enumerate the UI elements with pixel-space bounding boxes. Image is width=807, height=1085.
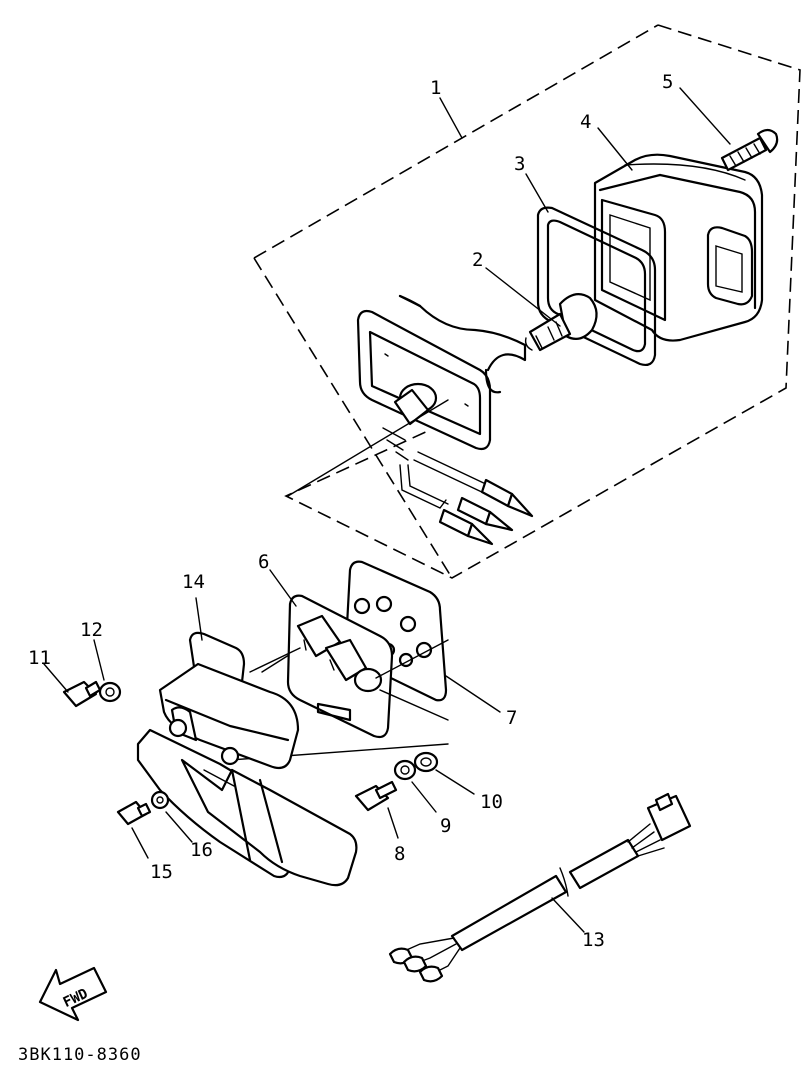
label-part-12: 12 [80,619,103,641]
label-part-6: 6 [258,551,269,573]
washer-16 [150,790,170,810]
label-part-10: 10 [480,791,503,813]
bulb [524,293,598,352]
tail-lamp-lens [593,153,764,342]
label-part-14: 14 [182,571,205,593]
washer-10 [413,751,439,773]
label-part-2: 2 [472,249,483,271]
label-part-5: 5 [662,71,673,93]
nut-9 [393,759,417,781]
license-bracket [136,631,358,887]
label-part-8: 8 [394,843,405,865]
fwd-arrow-icon: FWD [38,966,108,1022]
label-part-16: 16 [190,839,213,861]
label-part-9: 9 [440,815,451,837]
bolt-5 [720,128,779,172]
bolt-11 [62,680,102,708]
assembly-outline-dashed [253,24,801,579]
bolt-8 [354,780,398,812]
label-part-3: 3 [514,153,525,175]
bolt-15 [116,800,152,826]
label-part-7: 7 [506,707,517,729]
wire-harness [388,792,692,983]
label-part-1: 1 [430,77,441,99]
label-part-11: 11 [28,647,51,669]
washer-12 [98,681,122,703]
label-part-15: 15 [150,861,173,883]
label-part-13: 13 [582,929,605,951]
lamp-wire-leads [399,451,534,546]
label-part-4: 4 [580,111,591,133]
leader-lines [43,87,731,933]
drawing-code: 3BK110-8360 [18,1045,142,1065]
socket-holder [249,594,449,739]
lens-gasket [536,206,657,367]
lamp-base-plate [356,294,527,461]
